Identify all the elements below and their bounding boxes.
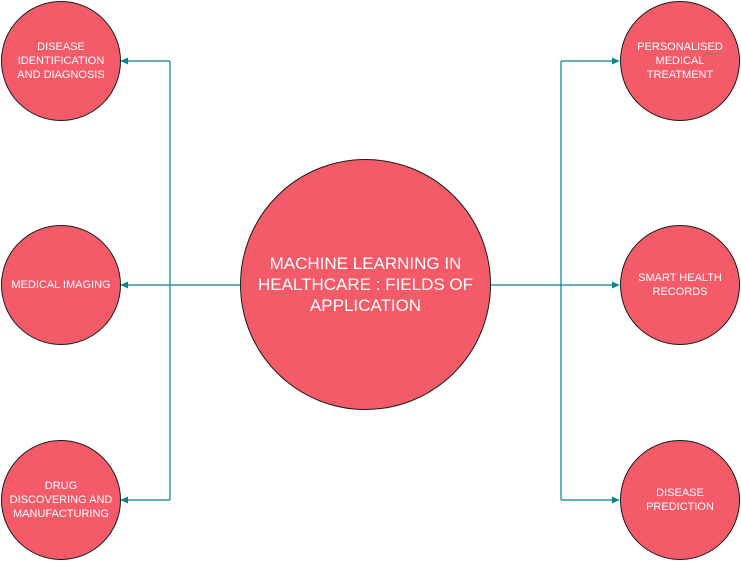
node-medical-imaging-label: MEDICAL IMAGING [11,279,111,291]
node-medical-imaging: MEDICAL IMAGING [1,225,121,345]
node-personalised-treatment-label: PERSONALISED MEDICAL TREATMENT [637,41,723,81]
node-disease-identification-label: DISEASE IDENTIFICATION AND DIAGNOSIS [17,41,105,81]
node-smart-health-records-label: SMART HEALTH RECORDS [638,272,722,298]
center-node: MACHINE LEARNING IN HEALTHCARE : FIELDS … [240,159,491,410]
node-disease-prediction-label: DISEASE PREDICTION [646,487,714,513]
node-personalised-treatment: PERSONALISED MEDICAL TREATMENT [620,1,740,121]
center-node-label: MACHINE LEARNING IN HEALTHCARE : FIELDS … [257,254,474,315]
node-smart-health-records: SMART HEALTH RECORDS [620,225,740,345]
node-disease-identification: DISEASE IDENTIFICATION AND DIAGNOSIS [1,1,121,121]
node-disease-prediction: DISEASE PREDICTION [620,440,740,560]
node-drug-discovering: DRUG DISCOVERING AND MANUFACTURING [1,440,121,560]
node-drug-discovering-label: DRUG DISCOVERING AND MANUFACTURING [9,480,113,520]
